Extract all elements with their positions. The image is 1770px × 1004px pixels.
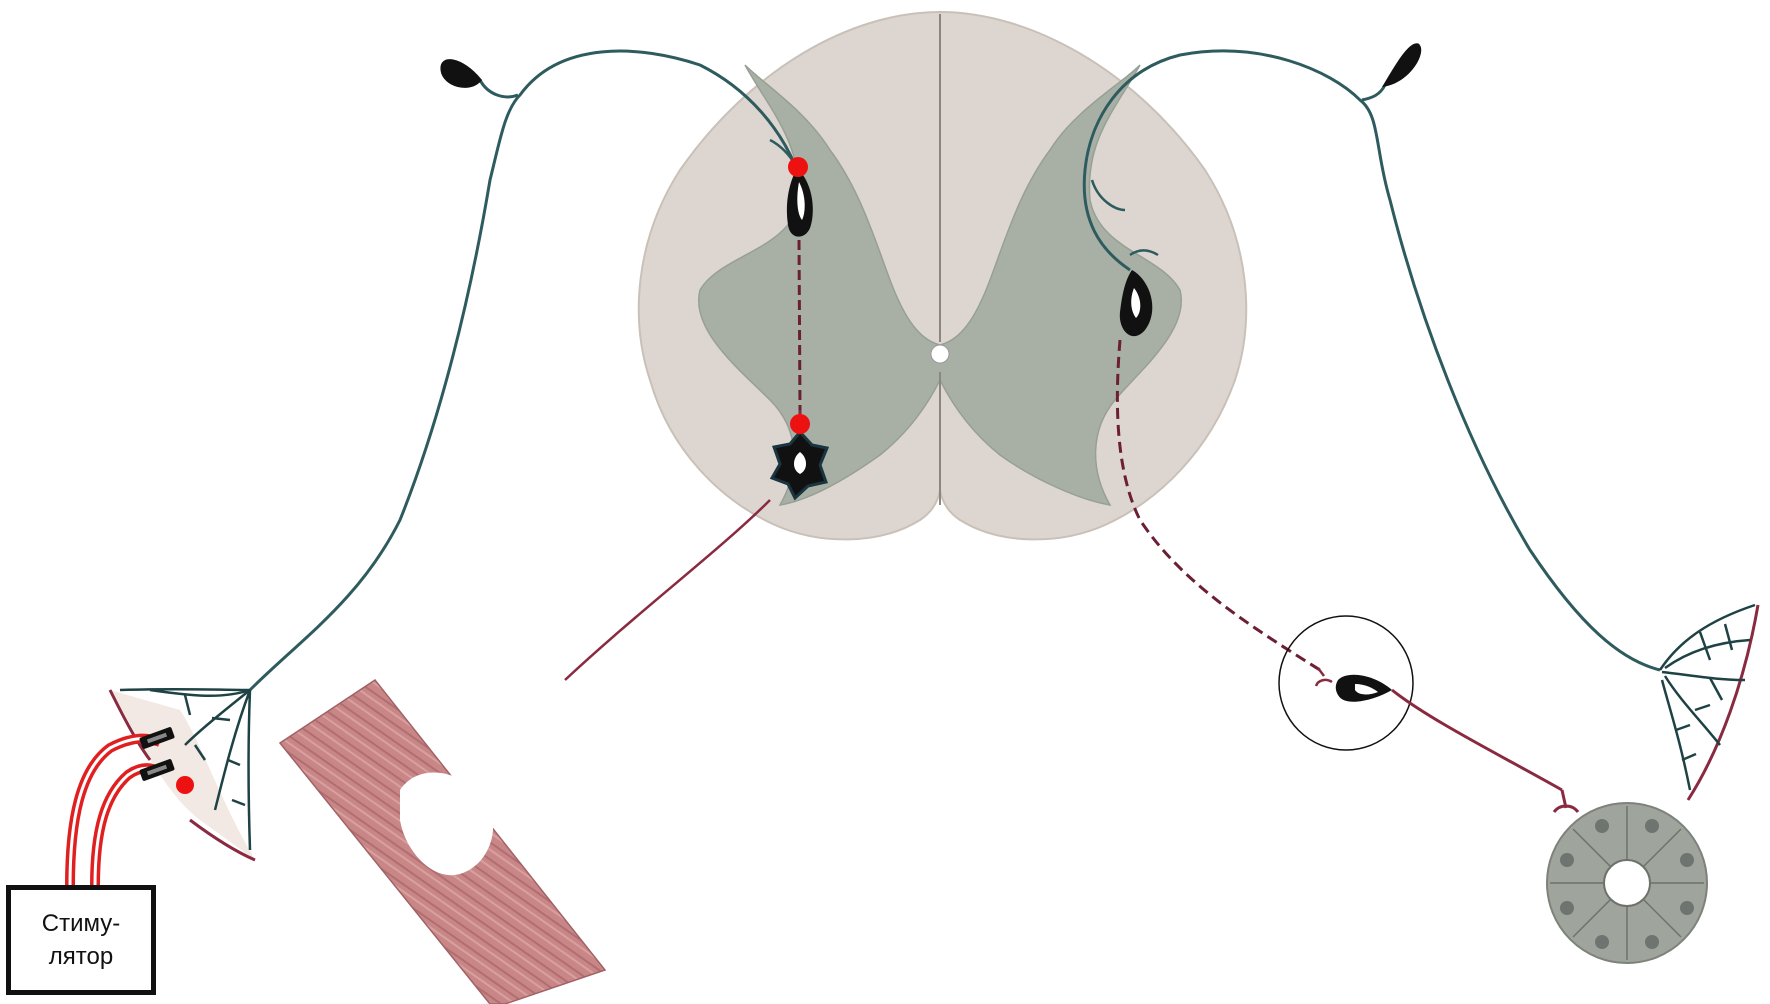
stimulus-point-dorsal (788, 157, 808, 177)
stimulator-wire-1 (70, 739, 160, 886)
right-ganglion-cell (1385, 45, 1420, 85)
spinal-cord-section (639, 12, 1246, 539)
right-ganglion-stalk (1362, 85, 1385, 100)
left-motor-fiber (565, 500, 770, 680)
postganglionic-terminal (1554, 790, 1578, 812)
stimulus-point-ventral (790, 414, 810, 434)
stimulator-wire-1-core (70, 739, 160, 886)
smooth-muscle-organ (1547, 803, 1707, 963)
right-receptor-field (1660, 605, 1758, 800)
autonomic-ganglion (1279, 616, 1578, 812)
stimulator-label-line1: Стиму- (42, 907, 121, 940)
left-ganglion-cell (442, 61, 480, 87)
stimulator-box: Стиму- лятор (6, 885, 156, 995)
stimulus-point-receptor (176, 776, 194, 794)
skeletal-muscle (280, 680, 605, 1004)
stimulator-wire-2 (95, 768, 160, 886)
left-motor-neuron (565, 432, 827, 680)
stimulator-label-line2: лятор (49, 940, 113, 973)
right-skin-edge (1688, 605, 1758, 800)
postganglionic-fiber (1392, 690, 1562, 790)
left-ganglion-stalk (480, 80, 518, 97)
central-canal (931, 345, 949, 363)
muscle-notch-gap (484, 790, 498, 800)
